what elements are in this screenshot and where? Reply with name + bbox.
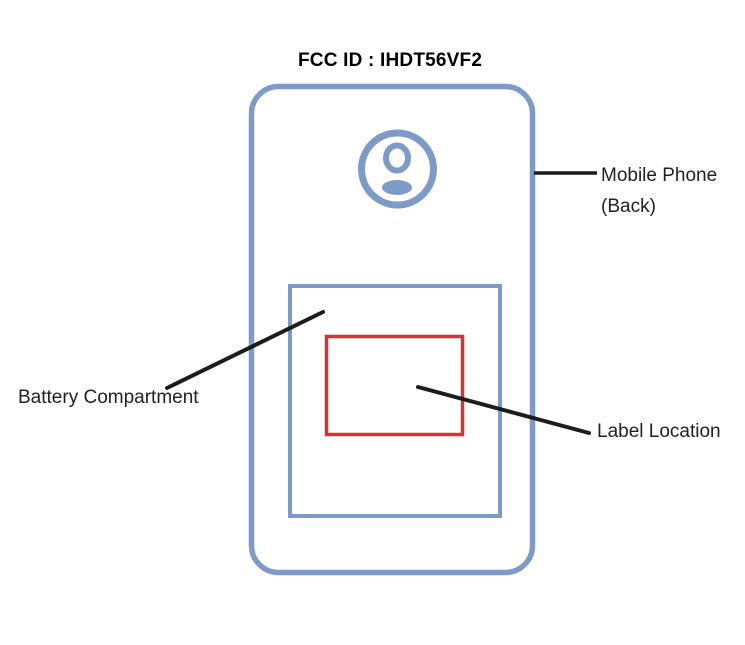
mobile-phone-callout: Mobile Phone (Back)	[601, 160, 717, 222]
battery-compartment-outline	[288, 284, 502, 518]
diagram-title: FCC ID : IHDT56VF2	[298, 50, 483, 71]
camera-flash-dot	[382, 180, 412, 195]
battery-compartment-callout: Battery Compartment	[18, 387, 199, 408]
mobile-phone-callout-line2: (Back)	[601, 196, 656, 217]
pointer-line-battery-compartment	[165, 310, 325, 390]
camera-outer-ring	[358, 129, 437, 209]
camera-icon	[358, 129, 437, 209]
camera-lens-ring	[383, 142, 411, 174]
label-location-box	[324, 334, 465, 437]
pointer-line-label-location	[416, 385, 591, 435]
mobile-phone-callout-line1: Mobile Phone	[601, 165, 718, 186]
phone-body-outline	[248, 83, 536, 576]
label-location-callout: Label Location	[597, 421, 721, 442]
